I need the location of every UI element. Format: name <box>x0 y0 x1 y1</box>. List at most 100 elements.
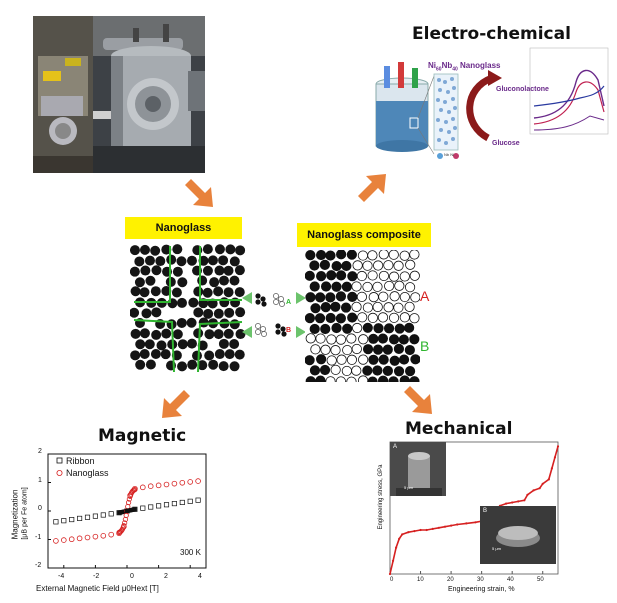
curve-point <box>392 560 394 562</box>
region-a-label: A <box>420 288 429 304</box>
grain-b <box>347 355 356 364</box>
grain-circle <box>177 277 187 287</box>
grain-b <box>359 335 368 344</box>
ribbon-point <box>101 513 105 517</box>
grain-circle <box>203 288 213 298</box>
grain-a <box>316 376 325 382</box>
grain-a <box>321 302 330 311</box>
nanoglass-point <box>77 536 82 541</box>
grain-b <box>379 250 388 259</box>
grain-a <box>400 376 409 382</box>
nanoglass-point <box>93 534 98 539</box>
curve-point <box>526 494 528 496</box>
curve-point <box>444 526 446 528</box>
ribbon-point <box>164 503 168 507</box>
grain-b <box>400 313 409 322</box>
grain-a <box>384 324 393 333</box>
grain-circle <box>224 308 234 318</box>
grain-a <box>305 271 314 280</box>
grain-b <box>368 313 377 322</box>
grain-a <box>399 335 408 344</box>
grain-a <box>369 334 378 343</box>
grain-b <box>400 251 409 260</box>
grain-circle <box>140 245 150 255</box>
grain-b <box>369 292 378 301</box>
ribbon-point <box>109 512 113 516</box>
grain-b <box>400 272 409 281</box>
grain-a <box>342 261 351 270</box>
ribbon-point <box>141 506 145 510</box>
grain-circle <box>193 307 203 317</box>
grain-a <box>316 271 325 280</box>
curve-point <box>557 445 559 447</box>
grain-circle <box>193 287 203 297</box>
grain-a <box>311 303 320 312</box>
grain-circle <box>150 246 160 256</box>
grain-a <box>306 376 315 382</box>
mag-ylabel-1: Magnetization <box>11 480 20 550</box>
grain-circle <box>187 339 197 349</box>
grain-b <box>363 303 372 312</box>
grain-a <box>390 356 399 365</box>
grain-b <box>326 377 335 382</box>
electrochem-title-ni: Ni <box>428 61 436 70</box>
ribbon-point <box>54 520 58 524</box>
curve-point <box>465 522 467 524</box>
grain-a <box>332 282 341 291</box>
grain-circle <box>140 328 150 338</box>
grain-circle <box>172 287 182 297</box>
grain-b <box>347 334 356 343</box>
mechanical-chart <box>372 438 612 598</box>
mag-xtick-2: 0 <box>130 573 134 580</box>
grain-b <box>347 377 356 382</box>
grain-b <box>378 313 387 322</box>
grain-circle <box>208 360 218 370</box>
grain-circle <box>235 350 245 360</box>
mech-scale-a: 5 μm <box>404 485 413 490</box>
mech-xtick-3: 30 <box>477 577 484 583</box>
grain-b <box>336 335 345 344</box>
grain-b <box>363 282 372 291</box>
grain-a <box>341 303 350 312</box>
mag-ytick-0: 2 <box>38 448 42 455</box>
grain-a <box>327 271 336 280</box>
grain-a <box>306 250 315 259</box>
grain-a <box>410 377 419 382</box>
grain-circle <box>204 351 214 361</box>
grain-b <box>352 344 361 353</box>
grain-a <box>310 324 319 333</box>
grain-a <box>394 367 403 376</box>
grain-b <box>368 271 377 280</box>
pillar-shape <box>408 456 430 488</box>
grain-b <box>411 293 420 302</box>
ribbon-point <box>149 505 153 509</box>
mag-ylabel-2: [μB per Fe atom] <box>22 479 29 549</box>
grain-circle <box>155 256 165 266</box>
grain-a <box>326 251 335 260</box>
grain-a <box>331 302 340 311</box>
grain-circle <box>173 267 183 277</box>
grain-b <box>379 292 388 301</box>
nanoglass-point <box>101 533 106 538</box>
grain-b <box>389 272 398 281</box>
grain-circle <box>131 286 141 296</box>
grain-circle <box>140 349 150 359</box>
ribbon-point <box>62 518 66 522</box>
grain-circle <box>161 329 171 339</box>
grain-b <box>327 335 336 344</box>
magnetic-chart <box>8 446 213 596</box>
grain-a <box>404 323 413 332</box>
grain-b <box>306 334 315 343</box>
grain-a <box>321 324 330 333</box>
grain-circle <box>204 329 214 339</box>
grain-b <box>352 323 361 332</box>
grain-b <box>331 345 340 354</box>
grain-circle <box>145 339 155 349</box>
grain-circle <box>177 361 187 371</box>
curve-point <box>474 521 476 523</box>
grain-circle <box>214 329 224 339</box>
grain-circle <box>219 361 229 371</box>
grain-a <box>379 355 388 364</box>
grain-a <box>315 314 324 323</box>
grain-circle <box>230 319 240 329</box>
